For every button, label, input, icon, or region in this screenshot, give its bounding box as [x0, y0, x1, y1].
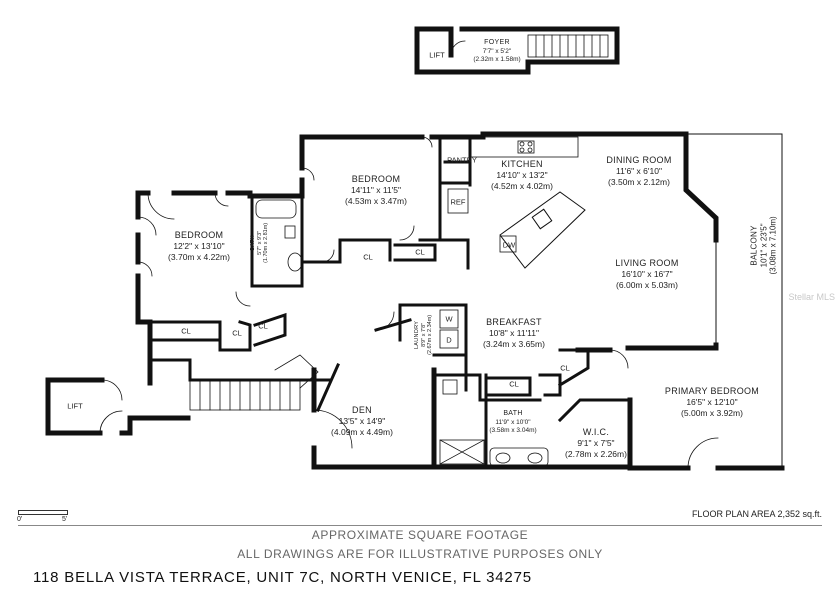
room-metric: (4.09m x 4.49m)	[331, 426, 393, 437]
room-dims: 12'2" x 13'10"	[173, 241, 225, 252]
mls-watermark: Stellar MLS	[788, 292, 835, 302]
washer-label: W	[445, 314, 453, 324]
lift-label-main: LIFT	[67, 401, 83, 411]
room-label-breakfast: BREAKFAST 10'8" x 11'11" (3.24m x 3.65m)	[483, 317, 545, 350]
room-dims: 8'9" x 7'8"	[420, 322, 427, 347]
room-label-bedroom-1: BEDROOM 12'2" x 13'10" (3.70m x 4.22m)	[168, 230, 230, 263]
closet-label: CL	[232, 328, 242, 338]
pantry-label: PANTRY	[447, 155, 477, 165]
main-bath-fixtures	[439, 439, 549, 467]
kitchen-counters	[447, 136, 579, 253]
room-metric: (2.78m x 2.26m)	[565, 448, 627, 459]
room-dims: 10'8" x 11'11"	[488, 328, 540, 339]
room-label-foyer: FOYER 7'7" x 5'2" (2.32m x 1.58m)	[473, 39, 520, 64]
closet-label: CL	[509, 379, 519, 389]
closet-label: CL	[363, 252, 373, 262]
room-name: BREAKFAST	[486, 317, 542, 327]
room-name: W.I.C.	[582, 427, 610, 437]
room-label-wic: W.I.C. 9'1" x 7'5" (2.78m x 2.26m)	[565, 427, 627, 460]
room-metric: (3.70m x 4.22m)	[168, 251, 230, 262]
closet-label: CL	[181, 326, 191, 336]
closet-label: CL	[258, 321, 268, 331]
balcony-railing	[685, 133, 783, 467]
small-bath-fixtures	[255, 199, 303, 272]
room-dims: 10'1" x 23'5"	[759, 223, 769, 268]
closet-label: CL	[415, 247, 425, 257]
room-name: PRIMARY BEDROOM	[664, 386, 760, 396]
room-metric: (3.08m x 7.10m)	[768, 216, 778, 275]
room-dims: 16'5" x 12'10"	[686, 397, 738, 408]
room-label-dining: DINING ROOM 11'6" x 6'10" (3.50m x 2.12m…	[606, 155, 671, 188]
room-label-den: DEN 13'5" x 14'9" (4.09m x 4.49m)	[331, 405, 393, 438]
room-label-bedroom-2: BEDROOM 14'11" x 11'5" (4.53m x 3.47m)	[345, 174, 407, 207]
foyer-stairs	[527, 34, 609, 58]
dryer-label: D	[446, 335, 452, 345]
property-address: 118 BELLA VISTA TERRACE, UNIT 7C, NORTH …	[33, 569, 532, 586]
room-metric: (3.50m x 2.12m)	[608, 176, 670, 187]
room-name: DINING ROOM	[606, 155, 672, 165]
room-name: BEDROOM	[351, 174, 401, 184]
footer-divider	[18, 525, 822, 526]
room-metric: (2.67m x 2.34m)	[427, 314, 434, 355]
laundry-appliances	[439, 309, 459, 395]
room-metric: (4.53m x 3.47m)	[345, 195, 407, 206]
room-name: BATH	[503, 410, 523, 417]
room-metric: (6.00m x 5.03m)	[616, 279, 678, 290]
scale-end-label: 5'	[62, 516, 68, 523]
closet-label: CL	[560, 363, 570, 373]
room-dims: 5'7" x 9'3"	[256, 230, 263, 255]
dishwasher-label: DW	[502, 240, 516, 250]
room-dims: 7'7" x 5'2"	[482, 47, 512, 55]
main-stairs	[189, 354, 319, 411]
room-metric: (3.24m x 3.65m)	[483, 338, 545, 349]
room-dims: 11'6" x 6'10"	[616, 166, 662, 177]
room-dims: 16'10" x 16'7"	[621, 269, 673, 280]
room-metric: (3.58m x 3.04m)	[489, 426, 537, 434]
room-name: BEDROOM	[174, 230, 224, 240]
room-name: LIVING ROOM	[615, 258, 679, 268]
floor-plan-area: FLOOR PLAN AREA 2,352 sq.ft.	[691, 509, 822, 519]
room-label-primary: PRIMARY BEDROOM 16'5" x 12'10" (5.00m x …	[665, 386, 759, 419]
foyer-walls	[414, 26, 620, 75]
footer-line-2: ALL DRAWINGS ARE FOR ILLUSTRATIVE PURPOS…	[237, 547, 603, 561]
scale-start-label: 0'	[17, 516, 23, 523]
kitchen-island	[499, 191, 586, 269]
foyer-door	[450, 40, 466, 56]
room-dims: 11'9" x 10'0"	[495, 418, 531, 426]
room-metric: (4.52m x 4.02m)	[491, 180, 553, 191]
room-name: LAUNDRY	[414, 320, 421, 350]
exterior-walls	[45, 131, 785, 471]
room-dims: 9'1" x 7'5"	[577, 438, 615, 449]
interior-walls	[148, 138, 632, 469]
room-dims: 14'10" x 13'2"	[496, 170, 548, 181]
scale-bar-graphic	[18, 510, 68, 515]
room-label-kitchen: KITCHEN 14'10" x 13'2" (4.52m x 4.02m)	[491, 159, 553, 192]
room-label-living: LIVING ROOM 16'10" x 16'7" (6.00m x 5.03…	[615, 258, 678, 291]
room-metric: (5.00m x 3.92m)	[681, 407, 743, 418]
room-label-balcony: BALCONY 10'1" x 23'5" (3.08m x 7.10m)	[750, 185, 779, 305]
room-label-laundry: LAUNDRY 8'9" x 7'8" (2.67m x 2.34m)	[414, 305, 434, 365]
lift-label-foyer: LIFT	[429, 50, 445, 60]
room-metric: (1.70m x 2.81m)	[263, 222, 270, 263]
door-swings	[99, 136, 719, 469]
room-dims: 13'5" x 14'9"	[338, 416, 386, 427]
room-label-bath-small: BATH 5'7" x 9'3" (1.70m x 2.81m)	[250, 213, 270, 273]
room-name: FOYER	[484, 39, 510, 46]
ref-label: REF	[450, 197, 466, 207]
room-name: KITCHEN	[501, 159, 543, 169]
room-dims: 14'11" x 11'5"	[350, 185, 402, 196]
room-name: BALCONY	[749, 225, 759, 266]
scale-bar: 0' 5'	[17, 506, 78, 526]
room-name: DEN	[352, 405, 372, 415]
room-metric: (2.32m x 1.58m)	[473, 55, 521, 63]
room-label-bath-main: BATH 11'9" x 10'0" (3.58m x 3.04m)	[489, 410, 536, 435]
room-name: BATH	[250, 235, 257, 251]
footer-line-1: APPROXIMATE SQUARE FOOTAGE	[311, 528, 529, 542]
